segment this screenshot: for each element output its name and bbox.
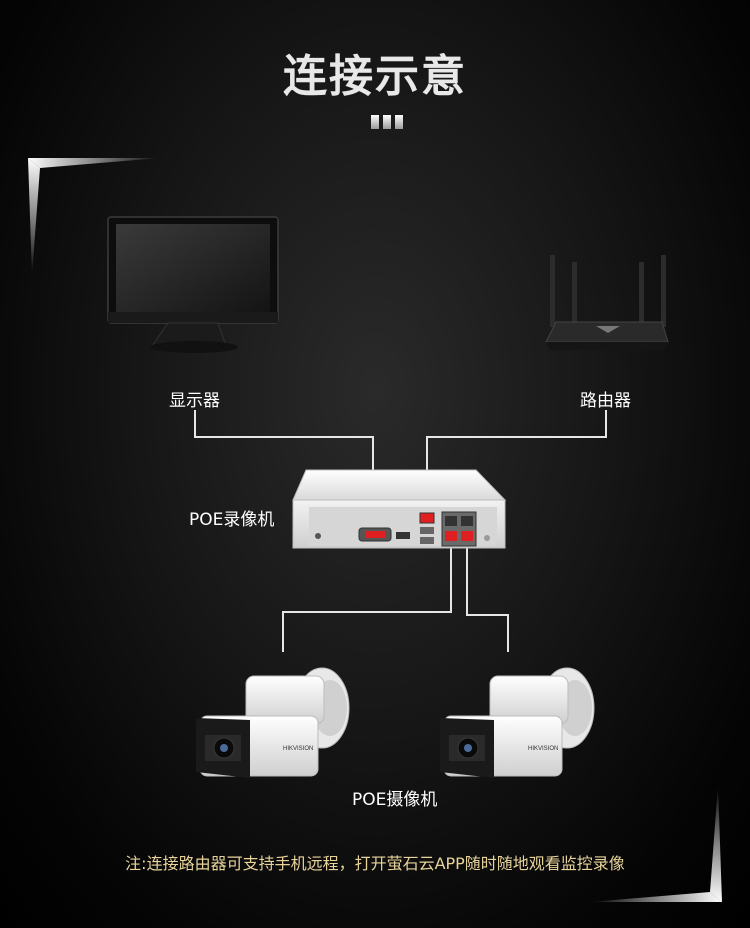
- title-divider: [371, 115, 403, 129]
- top-left-corner-frame: [28, 158, 160, 275]
- router-label: 路由器: [580, 391, 631, 411]
- camera-label: POE摄像机: [352, 790, 438, 810]
- camera2-cable: [466, 538, 509, 652]
- camera-2-icon: HIKVISION: [440, 667, 595, 778]
- camera1-cable: [282, 538, 452, 652]
- nvr-icon: [292, 469, 507, 549]
- bottom-right-corner-frame: [590, 785, 722, 902]
- footnote: 注:连接路由器可支持手机远程，打开萤石云APP随时随地观看监控录像: [125, 854, 625, 873]
- page-title: 连接示意: [283, 51, 467, 102]
- router-icon: [545, 255, 669, 350]
- camera-1-brand: HIKVISION: [283, 746, 313, 752]
- monitor-icon: [107, 216, 279, 353]
- camera-1-icon: HIKVISION: [196, 667, 350, 778]
- monitor-label: 显示器: [169, 391, 220, 411]
- nvr-label: POE录像机: [189, 510, 275, 530]
- camera-2-brand: HIKVISION: [528, 746, 558, 752]
